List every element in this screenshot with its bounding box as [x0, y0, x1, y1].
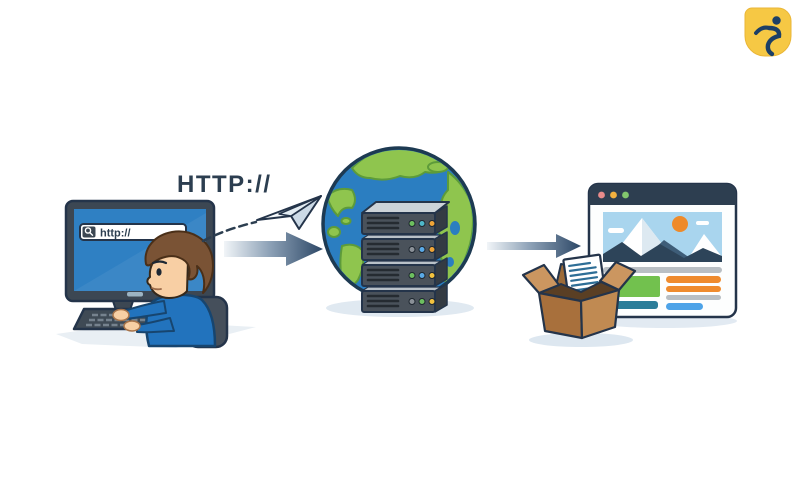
hero-image — [603, 212, 722, 262]
address-url-text: http:// — [100, 228, 131, 240]
close-dot[interactable] — [598, 191, 605, 199]
box-shadow — [529, 333, 633, 347]
led-light — [428, 298, 436, 305]
search-icon — [84, 227, 94, 236]
button-bar[interactable] — [614, 301, 658, 309]
led-light — [428, 220, 436, 227]
led-light — [418, 220, 426, 227]
mountain-ridge-front — [603, 242, 722, 262]
led-light — [428, 272, 436, 279]
server-unit — [361, 257, 448, 287]
server-unit — [361, 205, 448, 235]
minimize-dot[interactable] — [610, 191, 617, 199]
led-light — [408, 272, 416, 279]
box-left-flap — [521, 263, 561, 295]
logo-glyph-body — [765, 25, 782, 57]
server-unit — [361, 283, 448, 313]
led-light — [428, 246, 436, 253]
brand-logo-icon — [744, 7, 792, 57]
text-bar — [666, 295, 721, 300]
monitor-brand-dash — [127, 292, 143, 297]
browser-titlebar — [589, 184, 736, 205]
http-protocol-label: HTTP:// — [177, 171, 272, 198]
server-unit — [361, 231, 448, 261]
paper-plane-icon — [256, 195, 322, 230]
button-bar[interactable] — [666, 303, 703, 310]
rack-top — [361, 201, 450, 214]
package-box-icon — [521, 253, 637, 340]
box-front-right-face — [579, 288, 621, 340]
hand-left — [112, 308, 130, 322]
eyebrow — [151, 260, 168, 265]
user-at-computer: http:// — [64, 199, 229, 349]
box-right-flap — [598, 260, 637, 292]
led-light — [408, 220, 416, 227]
led-light — [418, 298, 426, 305]
led-light — [418, 246, 426, 253]
led-light — [408, 298, 416, 305]
response-arrow-icon — [487, 234, 581, 258]
arm-lower — [136, 317, 175, 334]
dashed-line-icon — [201, 220, 258, 243]
led-light — [418, 272, 426, 279]
request-arrow-icon — [224, 232, 323, 266]
led-light — [408, 246, 416, 253]
user-person — [112, 230, 217, 348]
hair — [144, 230, 214, 294]
globe-server — [321, 146, 477, 313]
box-front-left-face — [537, 291, 584, 340]
text-bar — [666, 276, 721, 283]
server-rack-icon — [361, 201, 450, 313]
mouth — [151, 287, 162, 291]
globe-lakes — [446, 221, 460, 267]
cloud-icon — [608, 228, 624, 233]
cloud-icon — [696, 221, 709, 225]
hand-right — [123, 320, 141, 332]
browser-window — [587, 182, 738, 319]
eye — [156, 268, 162, 276]
sun-icon — [672, 216, 688, 232]
maximize-dot[interactable] — [622, 191, 629, 199]
text-bar — [666, 286, 721, 292]
logo-glyph-dot — [772, 16, 781, 25]
